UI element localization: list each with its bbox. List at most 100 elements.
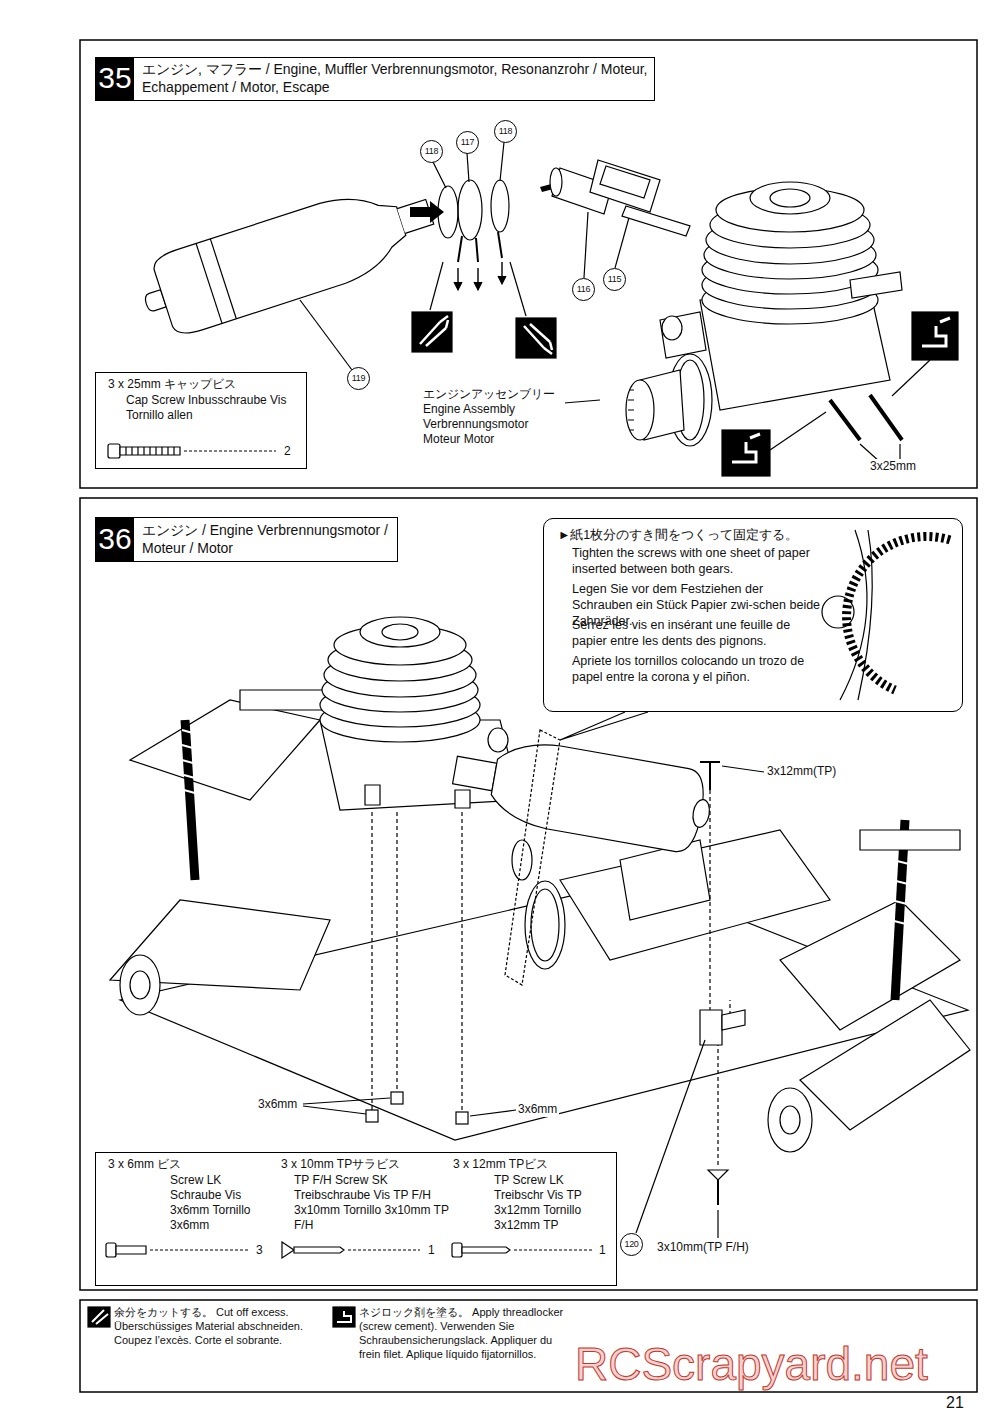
dimension-label: 3x12mm(TP) <box>765 764 838 779</box>
screw <box>366 1110 378 1122</box>
cut-icon <box>516 318 556 358</box>
part-label: エンジンアッセンブリー Engine Assembly Verbrennungs… <box>421 387 565 447</box>
chassis-drawing <box>890 840 914 925</box>
callout-number: 119 <box>347 367 370 390</box>
parts-box-text: 2 <box>284 444 298 459</box>
parts-box-text: 3 x 10mm TPサラビス <box>281 1157 446 1172</box>
chassis-drawing <box>531 889 559 961</box>
chassis-drawing <box>110 690 970 1152</box>
cut-icon <box>510 262 526 316</box>
threadlocker-icon <box>722 430 770 476</box>
parts-box-text: 3 x 12mm TPビス <box>453 1157 613 1172</box>
motor-mount <box>700 1010 722 1045</box>
step-number-text: 36 <box>96 521 134 557</box>
legend-icon <box>92 1310 108 1324</box>
legend-icon <box>88 1307 110 1327</box>
screw-icon <box>108 444 120 458</box>
panel-frame <box>80 40 977 1392</box>
screw-icon <box>184 450 276 451</box>
engine-drawing <box>660 312 706 358</box>
legend-text: 余分をカットする。 Cut off excess. Überschüssiges… <box>114 1305 324 1347</box>
screw-icon <box>348 1249 420 1250</box>
dimension-label: 3x6mm <box>516 1102 559 1117</box>
muffler-drawing <box>448 729 717 857</box>
screw <box>717 1180 719 1205</box>
chassis-drawing <box>620 840 710 920</box>
muffler-drawing <box>487 736 708 855</box>
legend-text: ネジロック剤を塗る。 Apply threadlocker (screw cem… <box>359 1305 574 1361</box>
note-callout: ►紙1枚分のすき間をつくって固定する。Tighten the screws wi… <box>543 518 963 712</box>
callout-number: 118 <box>494 120 517 143</box>
leader-line <box>300 300 352 370</box>
muffler-drawing <box>150 181 414 338</box>
manifold-drawing <box>590 160 660 212</box>
screw-icon <box>106 1242 592 1258</box>
screw-icon <box>294 1247 344 1253</box>
parts-box-text: 3 x 6mm ビス <box>108 1157 278 1172</box>
step-header: エンジン, マフラー / Engine, Muffler Verbrennung… <box>95 57 655 101</box>
chassis-drawing <box>800 1000 970 1130</box>
legend-icon <box>337 1311 351 1322</box>
dimension-label: 3x25mm <box>868 459 918 474</box>
callout-number-text: 118 <box>421 146 442 156</box>
manifold-drawing <box>600 166 650 198</box>
chassis-drawing <box>130 700 320 800</box>
manifold-drawing <box>550 168 562 196</box>
clip-rings <box>458 180 482 240</box>
screw <box>870 395 902 440</box>
chassis-drawing <box>120 955 160 1015</box>
muffler-drawing <box>691 798 712 828</box>
leader-line <box>717 1210 718 1238</box>
clip-rings <box>491 180 509 232</box>
engine-drawing <box>360 617 440 647</box>
callout-number: 115 <box>603 268 626 291</box>
muffler-drawing <box>196 244 222 324</box>
leader-line <box>467 153 469 182</box>
threadlocker-icon <box>922 318 950 346</box>
chassis-drawing <box>182 730 202 795</box>
step-number: 35 <box>96 58 134 100</box>
note-callout-text: Serrez les vis en insérant une feuille d… <box>572 617 824 649</box>
callout-number: 116 <box>572 278 595 301</box>
pinion-highlight <box>512 840 532 880</box>
parts-box-text: TP Screw LK Treibschr Vis TP 3x12mm Torn… <box>494 1173 614 1233</box>
leader-line <box>303 1098 390 1104</box>
screw-icon <box>120 447 180 455</box>
threadlocker-icon <box>892 360 930 396</box>
muffler-drawing <box>133 172 442 344</box>
cut-icon <box>412 262 556 358</box>
screw-path <box>461 812 462 1110</box>
screw-path <box>709 790 710 1010</box>
engine-drawing <box>365 785 380 805</box>
parts-box-text: TP F/H Screw SK Treibschraube Vis TP F/H… <box>294 1173 452 1233</box>
manifold-drawing <box>622 206 690 236</box>
screw <box>391 1092 403 1104</box>
screw-icon <box>116 1246 146 1254</box>
note-callout-text: Tighten the screws with one sheet of pap… <box>572 545 824 577</box>
callout-number-text: 120 <box>621 1239 642 1249</box>
cut-icon <box>420 316 448 346</box>
screw <box>830 395 902 462</box>
screw <box>899 444 900 460</box>
engine-drawing <box>488 728 508 752</box>
manifold-drawing <box>550 160 690 236</box>
muffler-drawing <box>453 756 497 791</box>
engine-drawing <box>320 617 520 810</box>
leader-line <box>303 1106 366 1114</box>
clip-rings <box>438 186 458 238</box>
threadlocker-icon <box>770 412 826 450</box>
step-header: エンジン / Engine Verbrennungsmotor / Moteur… <box>95 517 398 562</box>
legend-icon <box>333 1307 355 1327</box>
chassis-drawing <box>130 971 150 999</box>
callout-number-text: 117 <box>457 137 478 147</box>
engine-drawing <box>850 272 902 298</box>
engine-drawing <box>750 182 830 214</box>
screw-path <box>371 812 372 1110</box>
engine-drawing <box>382 624 418 640</box>
note-callout-text: Apriete los tornillos colocando un trozo… <box>572 653 824 685</box>
screw-icon <box>150 1249 250 1250</box>
leader-line <box>433 162 446 188</box>
parts-box-text: 3 <box>256 1243 270 1258</box>
clip-rings <box>454 276 506 290</box>
screw-icon <box>282 1242 294 1258</box>
